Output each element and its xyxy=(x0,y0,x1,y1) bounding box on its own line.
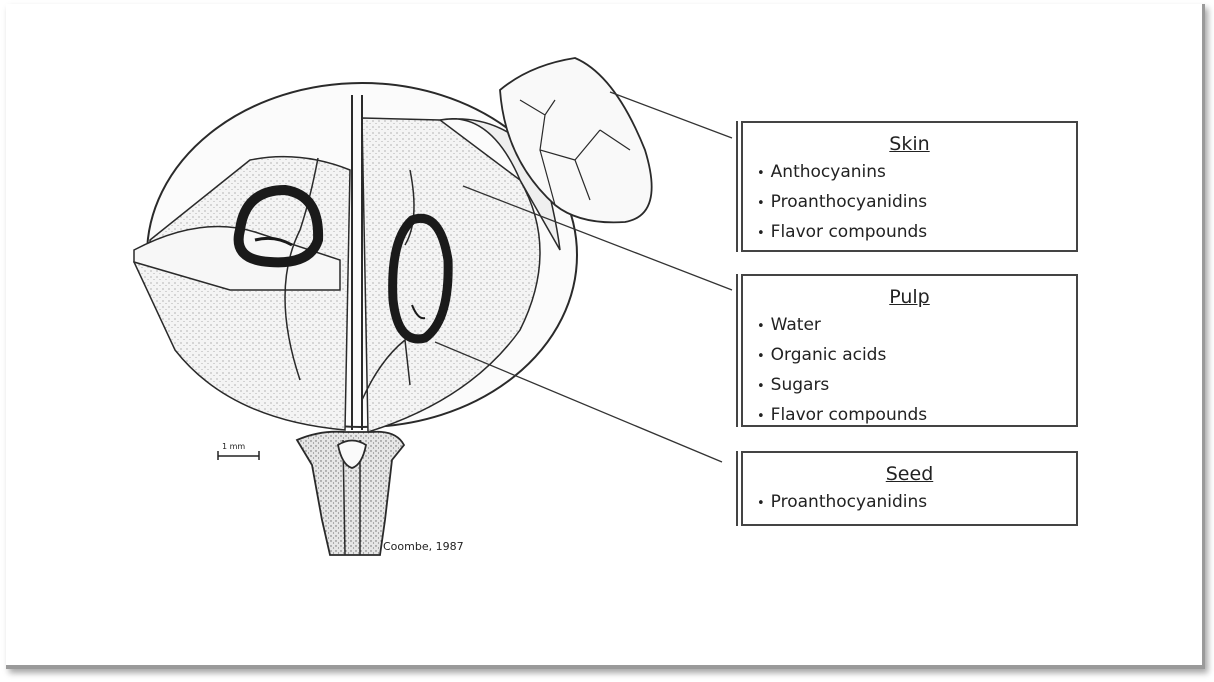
list-item: •Proanthocyanidins xyxy=(757,188,1076,218)
scale-bar xyxy=(218,451,259,460)
list-item: •Organic acids xyxy=(757,341,1076,371)
list-item: •Proanthocyanidins xyxy=(757,488,1076,518)
pulp-title: Pulp xyxy=(743,285,1076,309)
scale-bar-label: 1 mm xyxy=(222,442,245,451)
skin-title: Skin xyxy=(743,132,1076,156)
pedicel xyxy=(297,432,404,555)
list-item: •Flavor compounds xyxy=(757,401,1076,431)
seed-title: Seed xyxy=(743,462,1076,486)
list-item: •Flavor compounds xyxy=(757,218,1076,248)
seed-box: Seed •Proanthocyanidins xyxy=(741,451,1078,526)
skin-box: Skin •Anthocyanins •Proanthocyanidins •F… xyxy=(741,121,1078,252)
pulp-box: Pulp •Water •Organic acids •Sugars •Flav… xyxy=(741,274,1078,427)
list-item: •Sugars xyxy=(757,371,1076,401)
skin-list: •Anthocyanins •Proanthocyanidins •Flavor… xyxy=(743,158,1076,248)
seed-list: •Proanthocyanidins xyxy=(743,488,1076,518)
figure-credit: Coombe, 1987 xyxy=(383,540,464,553)
list-item: •Water xyxy=(757,311,1076,341)
pulp-list: •Water •Organic acids •Sugars •Flavor co… xyxy=(743,311,1076,431)
leader-seed xyxy=(435,342,722,462)
list-item: •Anthocyanins xyxy=(757,158,1076,188)
